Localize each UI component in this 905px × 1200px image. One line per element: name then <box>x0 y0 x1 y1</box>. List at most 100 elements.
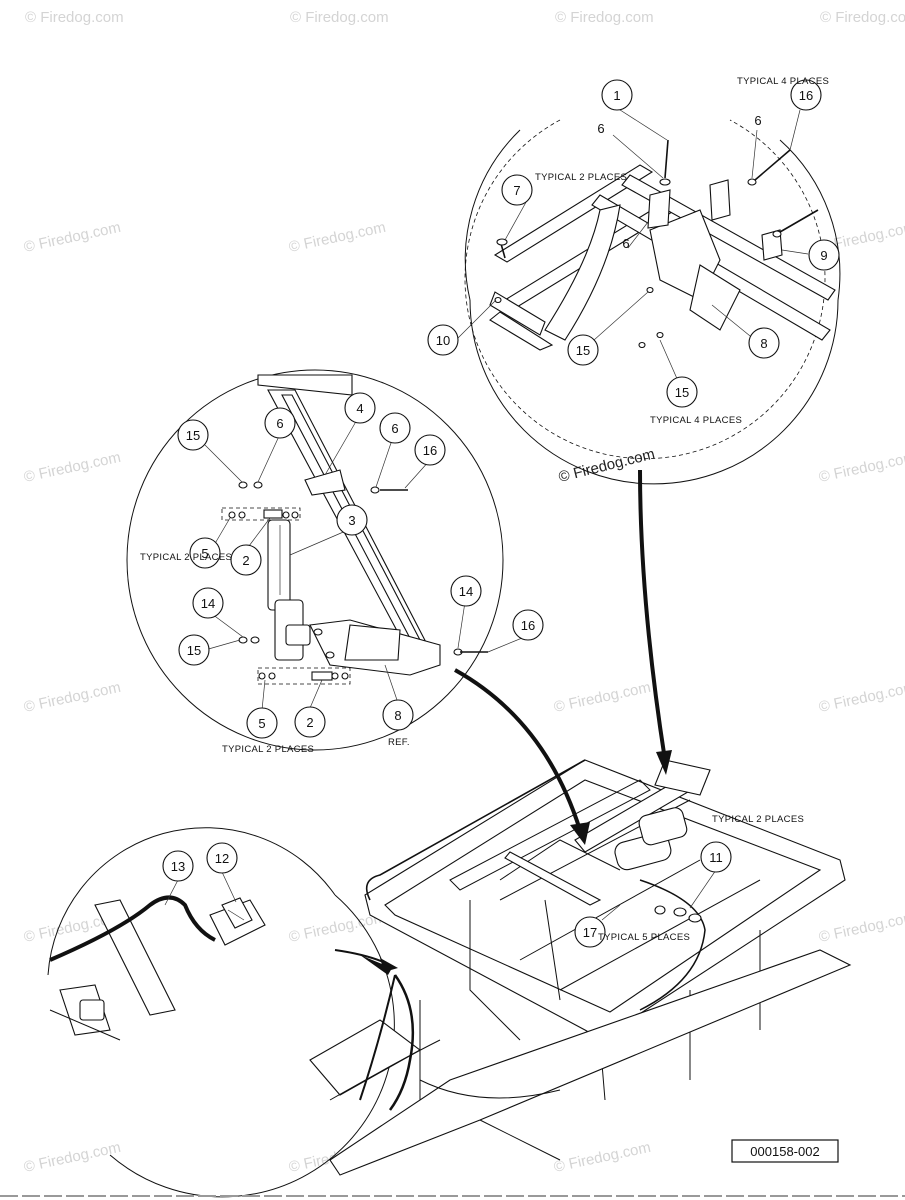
watermark: © Firedog.com <box>25 9 124 26</box>
callout-bubble: 15 <box>666 376 698 408</box>
hardware-upper <box>221 481 408 521</box>
note-typical-2-places: TYPICAL 2 PLACES <box>712 814 804 825</box>
callout-number: 12 <box>215 851 229 866</box>
callout-bubble: 1 <box>601 79 633 111</box>
callout-bubble: 10 <box>427 324 459 356</box>
callout-bubble: 4 <box>344 392 376 424</box>
callout-number: 6 <box>597 121 604 136</box>
callout-bubble: 2 <box>230 544 262 576</box>
callout-number: 9 <box>820 248 827 263</box>
leader-lines-left <box>204 417 528 711</box>
callout-number: 15 <box>186 428 200 443</box>
detail-view-top-mount <box>457 107 841 485</box>
callout-bubble: 6 <box>597 121 604 136</box>
reference-arrows <box>334 469 672 975</box>
callout-number: 16 <box>423 443 437 458</box>
watermark: © Firedog.com <box>287 219 387 256</box>
installed-harness <box>388 974 415 1111</box>
callout-number: 14 <box>459 584 473 599</box>
callout-bubble: 3 <box>336 504 368 536</box>
note-ref: REF. <box>388 737 410 748</box>
callout-bubble: 8 <box>382 699 414 731</box>
callout-number: 15 <box>675 385 689 400</box>
callout-number: 6 <box>622 236 629 251</box>
watermark: © Firedog.com <box>820 9 905 26</box>
callout-bubble: 12 <box>206 842 238 874</box>
leader-lines-wire <box>164 871 237 906</box>
note-typical-2-places: TYPICAL 2 PLACES <box>140 552 232 563</box>
callout-number: 2 <box>242 553 249 568</box>
callout-bubble: 13 <box>162 850 194 882</box>
watermark: © Firedog.com <box>552 1139 652 1176</box>
callout-number: 16 <box>799 88 813 103</box>
actuator-cylinder <box>267 519 311 661</box>
notes: TYPICAL 4 PLACES TYPICAL 2 PLACES TYPICA… <box>140 76 829 943</box>
watermark: © Firedog.com <box>22 219 122 256</box>
note-typical-2-places: TYPICAL 2 PLACES <box>535 172 627 183</box>
bolts <box>494 139 819 349</box>
watermark: © Firedog.com <box>817 449 905 486</box>
note-typical-4-places: TYPICAL 4 PLACES <box>737 76 829 87</box>
figure-number: 000158-002 <box>750 1144 819 1159</box>
callout-number: 6 <box>391 421 398 436</box>
callout-bubble: 5 <box>246 707 278 739</box>
callout-bubble: 6 <box>379 412 411 444</box>
wire-harness <box>49 895 216 962</box>
callout-bubble: 15 <box>567 334 599 366</box>
callouts-top: 1 6 16 6 7 6 9 10 15 8 15 <box>427 79 840 408</box>
callout-bubble: 6 <box>622 236 629 251</box>
clevis-bracket <box>304 469 346 496</box>
watermark: © Firedog.com <box>555 9 654 26</box>
callout-number: 17 <box>583 925 597 940</box>
note-typical-2-places: TYPICAL 2 PLACES <box>222 744 314 755</box>
callout-bubble: 16 <box>790 79 822 111</box>
callout-number: 6 <box>754 113 761 128</box>
watermark: © Firedog.com <box>22 449 122 486</box>
callout-number: 13 <box>171 859 185 874</box>
leader-17 <box>601 904 621 921</box>
callout-number: 5 <box>258 716 265 731</box>
callout-bubble: 15 <box>177 419 209 451</box>
watermark: © Firedog.com <box>552 679 652 716</box>
note-typical-4-places: TYPICAL 4 PLACES <box>650 415 742 426</box>
watermark: © Firedog.com <box>290 9 389 26</box>
callout-bubble: 16 <box>414 434 446 466</box>
callout-bubble: 17 <box>574 916 606 948</box>
cart-frame-assembly <box>309 759 852 1176</box>
seat-frame-inner <box>384 779 822 1013</box>
watermark: © Firedog.com <box>22 679 122 716</box>
callout-bubble: 16 <box>512 609 544 641</box>
detail-circle-left <box>126 369 504 751</box>
callout-bubble: 5 <box>189 537 221 569</box>
detail-arc-top-right <box>779 139 841 301</box>
callout-bubble: 7 <box>501 174 533 206</box>
figure-reference: 000158-002 <box>731 1139 839 1163</box>
note-line: TYPICAL 4 PLACES <box>737 76 829 87</box>
callout-number: 2 <box>306 715 313 730</box>
watermark: © Firedog.com <box>22 1139 122 1176</box>
callout-number: 10 <box>436 333 450 348</box>
callout-bubble: 8 <box>748 327 780 359</box>
callout-number: 14 <box>201 596 215 611</box>
callout-number: 8 <box>394 708 401 723</box>
watermark: © Firedog.com <box>817 909 905 946</box>
callout-bubble: 9 <box>808 239 840 271</box>
callout-bubble: 6 <box>754 113 761 128</box>
detail-arc-top-left <box>464 129 521 301</box>
detail-arc-wire <box>47 827 336 976</box>
callout-number: 8 <box>760 336 767 351</box>
watermark: © Firedog.com <box>817 679 905 716</box>
callout-number: 7 <box>513 183 520 198</box>
callout-bubble: 14 <box>192 587 224 619</box>
callout-number: 15 <box>576 343 590 358</box>
detail-view-wiring <box>47 827 395 1198</box>
installed-actuator <box>504 759 711 906</box>
detail-arc-top <box>469 299 839 485</box>
callout-number: 16 <box>521 618 535 633</box>
callout-number: 15 <box>187 643 201 658</box>
callout-bubble: 11 <box>700 841 732 873</box>
callout-number: 3 <box>348 513 355 528</box>
callout-bubble: 14 <box>450 575 482 607</box>
lower-bracket <box>309 619 441 676</box>
